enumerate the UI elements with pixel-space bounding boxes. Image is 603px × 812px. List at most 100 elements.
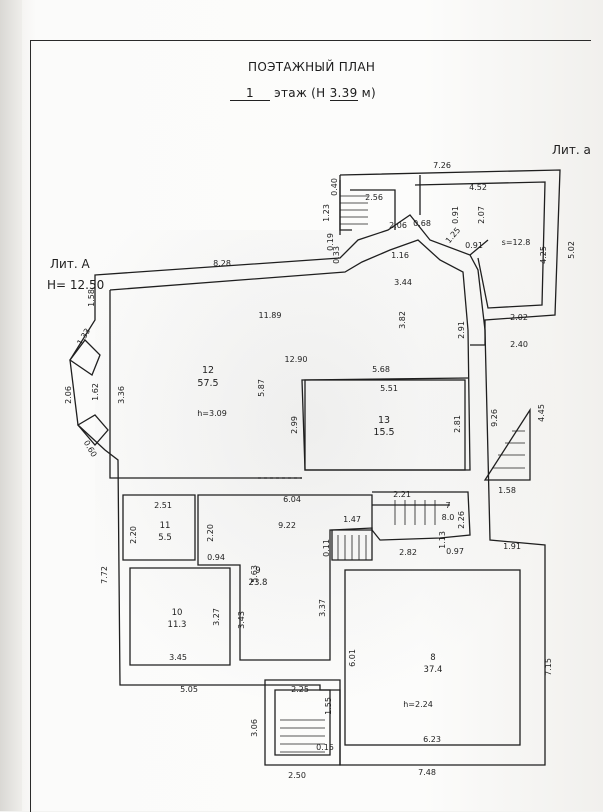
dim-2-50: 2.50 <box>288 771 306 780</box>
room-11-number: 11 <box>160 521 171 531</box>
dim-7-72: 7.72 <box>100 566 109 584</box>
dim-5-63: 5.63 <box>250 565 259 583</box>
dim-1-62: 1.62 <box>91 383 100 401</box>
dim-1-33: 1.33 <box>75 327 92 347</box>
dim-6-01: 6.01 <box>348 649 357 667</box>
dim-11-89: 11.89 <box>259 311 282 320</box>
dim-3-37: 3.37 <box>318 599 327 617</box>
label-height-main: Н= 12.50 <box>47 278 104 292</box>
floor-line: 1 этаж (Н 3.39 м) <box>230 86 376 101</box>
dim-3-36: 3.36 <box>117 386 126 404</box>
room-11-wall <box>122 494 196 561</box>
dim-9-26: 9.26 <box>490 409 499 427</box>
dim-8-28: 8.28 <box>213 259 231 268</box>
room-7-wall <box>371 491 471 541</box>
room-8-area: 37.4 <box>424 665 443 675</box>
room-9-area: 23.8 <box>249 578 268 588</box>
dim-0-40: 0.40 <box>330 178 339 196</box>
dim-2-56: 2.56 <box>365 193 383 202</box>
room-10-area: 11.3 <box>168 620 187 630</box>
outer-wall <box>69 214 546 766</box>
room-8-height: h=2.24 <box>403 700 433 709</box>
room-11-area: 5.5 <box>158 533 172 543</box>
room-13-area: 15.5 <box>373 427 394 438</box>
dim-5-68: 5.68 <box>372 365 390 374</box>
floor-unit: м) <box>361 86 377 100</box>
room-8-wall <box>344 569 521 746</box>
stair-treads-top <box>340 195 368 225</box>
dim-3-43: 3.43 <box>237 611 246 629</box>
dim-2-07: 2.07 <box>477 206 486 224</box>
stair-middle <box>331 504 450 561</box>
label-lit-a-small: Лит. а <box>552 143 591 157</box>
dim-0-19: 0.19 <box>326 233 335 251</box>
room-9-wall <box>197 494 373 661</box>
dim-12-90: 12.90 <box>285 355 308 364</box>
dim-0-33: 0.33 <box>332 246 341 264</box>
dim-5-87: 5.87 <box>257 379 266 397</box>
room-12-height: h=3.09 <box>197 409 227 418</box>
dim-2-82: 2.82 <box>399 548 417 557</box>
dim-3-27: 3.27 <box>212 608 221 626</box>
dim-5-05: 5.05 <box>180 685 198 694</box>
dim-3-82: 3.82 <box>398 311 407 329</box>
room-9-number: 9 <box>255 566 260 576</box>
dim-5-02: 5.02 <box>567 241 576 259</box>
dim-2-06b: 2.06 <box>64 386 73 404</box>
dim-6-04: 6.04 <box>283 495 301 504</box>
dim-1-13: 1.13 <box>438 531 447 549</box>
dim-1-25: 1.25 <box>444 226 462 245</box>
stair-annex <box>339 180 396 235</box>
dim-0-91a: 0.91 <box>451 206 460 224</box>
annex-inner <box>414 181 546 309</box>
room-12-number: 12 <box>202 365 214 376</box>
dim-0-11: 0.11 <box>322 539 331 557</box>
dim-9-22: 9.22 <box>278 521 296 530</box>
dim-2-81: 2.81 <box>453 415 462 433</box>
room-12-area: 57.5 <box>197 378 218 389</box>
room-13-wall <box>304 379 466 471</box>
dim-1-55: 1.55 <box>324 697 333 715</box>
dim-1-58b: 1.58 <box>498 486 516 495</box>
stair-treads-mid <box>337 535 367 560</box>
plan-title: ПОЭТАЖНЫЙ ПЛАН <box>248 60 376 74</box>
dim-0-15: 0.15 <box>316 743 334 752</box>
vestibule-wall <box>264 679 341 766</box>
dim-1-23: 1.23 <box>322 204 331 222</box>
floor-text: этаж (Н <box>274 86 326 100</box>
dim-2-91: 2.91 <box>457 321 466 339</box>
bay-window <box>69 339 109 446</box>
dim-0-68: 0.68 <box>413 219 431 228</box>
dim-4-52: 4.52 <box>469 183 487 192</box>
room-10-wall <box>129 567 231 666</box>
dim-7-48: 7.48 <box>418 768 436 777</box>
dim-2-06: 2.06 <box>389 221 407 230</box>
dim-1-91: 1.91 <box>503 542 521 551</box>
floor-number: 1 <box>230 86 270 101</box>
dim-5-51: 5.51 <box>380 384 398 393</box>
stair-treads-right <box>492 430 525 469</box>
room-7-area: 8.0 <box>442 513 455 522</box>
dim-4-25: 4.25 <box>539 246 548 264</box>
room-8-number: 8 <box>430 653 435 663</box>
dim-6-23: 6.23 <box>423 735 441 744</box>
dim-7-26: 7.26 <box>433 161 451 170</box>
dim-4-45: 4.45 <box>537 404 546 422</box>
dim-2-20a: 2.20 <box>129 526 138 544</box>
room-13-number: 13 <box>378 415 390 426</box>
dim-0-91b: 0.91 <box>465 241 483 250</box>
dim-1-58a: 1.58 <box>87 289 96 307</box>
dim-0-94: 0.94 <box>207 553 225 562</box>
stair-treads-upper <box>394 500 436 525</box>
dim-3-44: 3.44 <box>394 278 412 287</box>
annex-area: s=12.8 <box>502 238 531 247</box>
dim-1-47: 1.47 <box>343 515 361 524</box>
dim-7-15: 7.15 <box>544 658 553 676</box>
dim-3-45: 3.45 <box>169 653 187 662</box>
dim-1-16: 1.16 <box>391 251 409 260</box>
dim-2-51: 2.51 <box>154 501 172 510</box>
dim-2-99: 2.99 <box>290 416 299 434</box>
drawing-frame <box>30 40 591 812</box>
